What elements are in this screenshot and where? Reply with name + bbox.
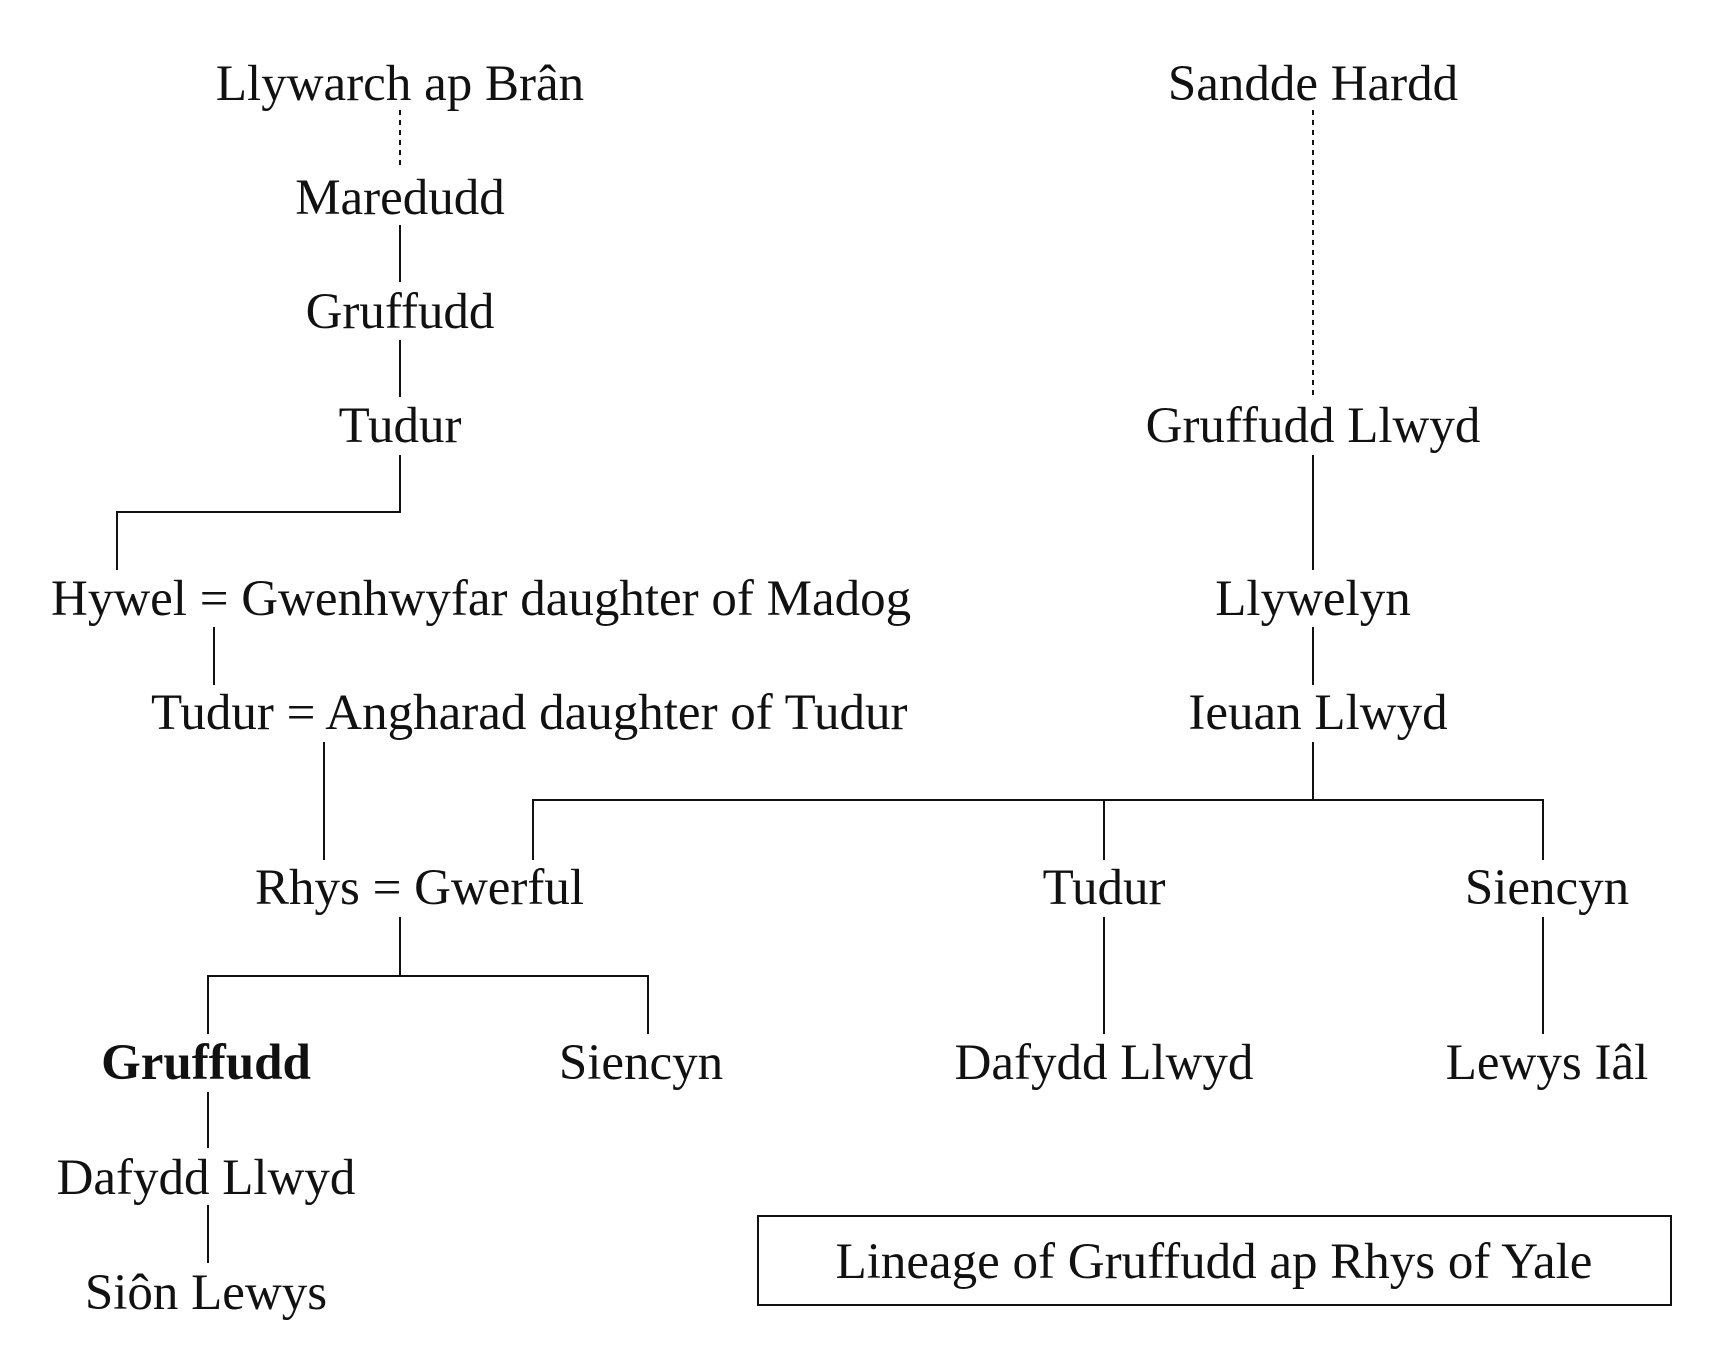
diagram-caption: Lineage of Gruffudd ap Rhys of Yale [836, 1234, 1593, 1290]
person-lewys-ial: Lewys Iâl [1446, 1035, 1649, 1091]
marriage-tudur-angharad: Tudur = Angharad daughter of Tudur [151, 685, 907, 741]
person-siencyn-left: Siencyn [559, 1035, 723, 1091]
person-gruffudd-subject: Gruffudd [101, 1035, 311, 1091]
person-gruffudd-llwyd: Gruffudd Llwyd [1146, 398, 1481, 454]
connector-rhys-siencyn [400, 975, 649, 1034]
marriage-rhys-gwerful: Rhys = Gwerful [255, 860, 584, 916]
person-dafydd-llwyd-right: Dafydd Llwyd [955, 1035, 1254, 1091]
person-tudur-right: Tudur [1043, 860, 1166, 916]
person-llywarch-ap-bran: Llywarch ap Brân [216, 56, 584, 112]
person-gruffudd: Gruffudd [306, 284, 495, 340]
connector-rhys-children [207, 917, 401, 1034]
marriage-hywel-gwenhwyfar: Hywel = Gwenhwyfar daughter of Madog [51, 571, 911, 627]
person-sandde-hardd: Sandde Hardd [1168, 56, 1458, 112]
person-sion-lewys: Siôn Lewys [85, 1265, 327, 1321]
person-siencyn-right: Siencyn [1465, 860, 1629, 916]
connector-tudur-hywel [116, 455, 401, 570]
person-tudur: Tudur [339, 398, 462, 454]
person-llywelyn: Llywelyn [1215, 571, 1410, 627]
connector-ieuan-gwerful [532, 799, 1544, 860]
person-ieuan-llwyd: Ieuan Llwyd [1188, 685, 1447, 741]
caption-box [757, 1215, 1672, 1306]
person-dafydd-llwyd-left: Dafydd Llwyd [57, 1150, 356, 1206]
person-maredudd: Maredudd [295, 170, 505, 226]
